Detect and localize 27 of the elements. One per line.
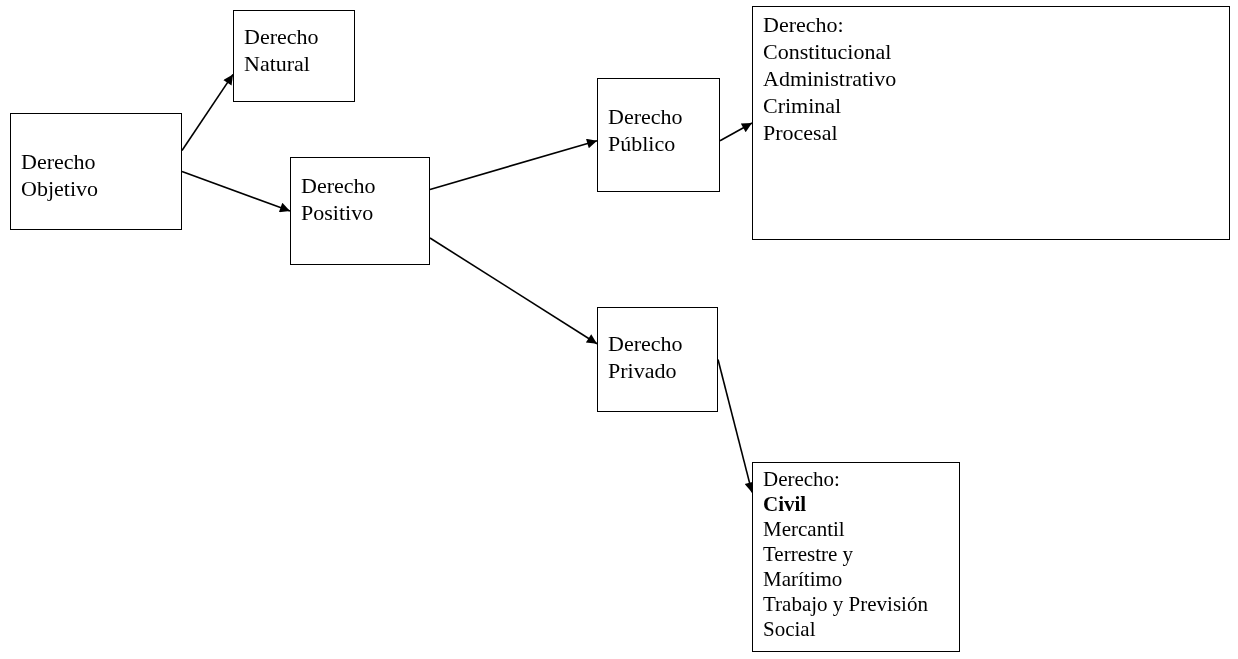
node-text: Constitucional bbox=[763, 38, 892, 65]
text-box bbox=[10, 113, 182, 230]
text-box bbox=[233, 10, 355, 102]
arrow bbox=[719, 122, 753, 142]
node-text: Derecho Positivo bbox=[301, 172, 377, 226]
node-text: Derecho Privado bbox=[608, 330, 684, 384]
node-text: Criminal bbox=[763, 92, 842, 119]
text-box bbox=[752, 462, 960, 652]
node-text: Derecho: bbox=[763, 11, 844, 38]
arrow bbox=[181, 73, 234, 152]
text-box bbox=[597, 78, 720, 192]
text-box bbox=[290, 157, 430, 265]
node-text: Terrestre y Marítimo bbox=[763, 542, 855, 592]
node-text: Derecho Natural bbox=[244, 23, 320, 77]
node-text: Procesal bbox=[763, 119, 838, 146]
node-text: Mercantil bbox=[763, 517, 845, 542]
node-text: Derecho Público bbox=[608, 103, 684, 157]
text-box bbox=[752, 6, 1230, 240]
arrow bbox=[429, 138, 598, 191]
node-text: Administrativo bbox=[763, 65, 897, 92]
text-box bbox=[597, 307, 718, 412]
arrow bbox=[181, 170, 291, 213]
node-text: Derecho: bbox=[763, 467, 840, 492]
node-text: Derecho Objetivo bbox=[21, 148, 99, 202]
node-text: Civil bbox=[763, 492, 807, 517]
node-text: Trabajo y Previsión Social bbox=[763, 592, 928, 642]
arrow bbox=[429, 237, 598, 345]
